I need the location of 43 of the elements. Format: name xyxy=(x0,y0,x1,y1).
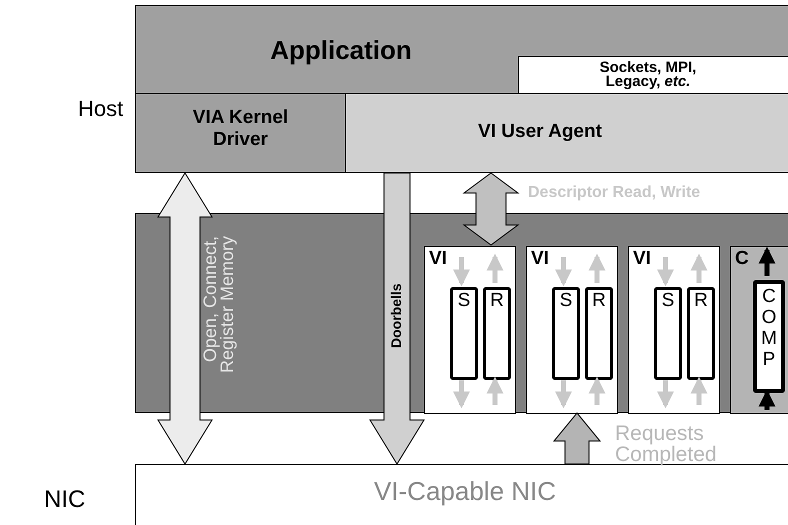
application-layer xyxy=(135,5,788,95)
receive-queue: R xyxy=(687,287,715,380)
edge-label: Doorbells xyxy=(388,283,404,348)
layer-title: VI xyxy=(633,249,651,270)
arrow xyxy=(555,380,572,408)
side-label: NIC xyxy=(44,486,86,514)
send-queue: S xyxy=(552,287,580,380)
block-arrow xyxy=(552,412,602,464)
send-queue: S xyxy=(654,287,682,380)
completion-queue: COMP xyxy=(753,280,785,393)
arrow xyxy=(486,376,504,405)
arrow xyxy=(555,257,572,286)
nic-box: VI-Capable NIC xyxy=(135,464,788,525)
arrow xyxy=(453,257,470,286)
layer-title: VI xyxy=(531,249,549,270)
arrow xyxy=(486,254,504,283)
receive-queue: R xyxy=(483,287,511,380)
layer-title: C xyxy=(735,249,749,270)
user-agent-box: VI User Agent xyxy=(345,93,788,173)
arrow xyxy=(588,254,606,283)
receive-queue: R xyxy=(585,287,613,380)
layer-title: Application xyxy=(269,36,413,65)
arrow xyxy=(657,257,674,286)
vi-box xyxy=(526,246,618,414)
kernel-driver-box: VIA Kernel Driver xyxy=(135,93,346,173)
arrow xyxy=(690,254,708,283)
arrow xyxy=(758,246,776,276)
double-arrow xyxy=(462,172,520,246)
library-box: Sockets, MPI, Legacy, etc. xyxy=(518,56,788,96)
vi-box xyxy=(628,246,720,414)
side-label: Host xyxy=(78,96,124,122)
arrow xyxy=(453,380,470,408)
double-arrow xyxy=(157,172,213,465)
block-arrow xyxy=(369,172,425,465)
edge-label: Open, Connect, Register Memory xyxy=(202,236,236,376)
arrow xyxy=(588,376,606,405)
edge-label: Requests Completed xyxy=(615,423,718,465)
layer-title: VI xyxy=(429,249,447,270)
completion-box xyxy=(730,246,788,414)
arrow xyxy=(690,376,708,405)
arrow xyxy=(657,380,674,408)
send-queue: S xyxy=(450,287,478,380)
vi-box xyxy=(424,246,516,414)
